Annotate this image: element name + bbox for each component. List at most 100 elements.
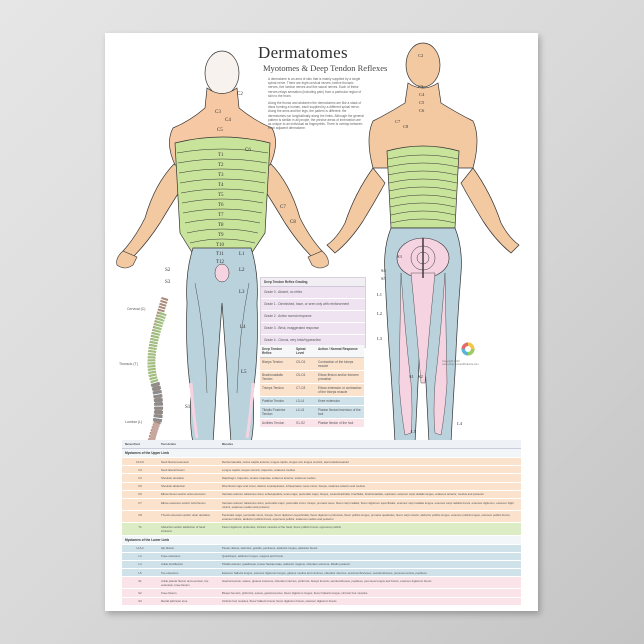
svg-text:C7: C7	[280, 205, 286, 210]
deep-tendon-reflex-table: Deep Tendon Reflex Spinal Level Action /…	[260, 345, 364, 428]
copyright-year: Copyright 2013	[442, 360, 460, 363]
anatomy-figures: C2 C3 C4 C5 T1 T2 T3 T4 T5 T6 T7 T8 T9 T…	[116, 42, 520, 464]
svg-text:L3: L3	[377, 336, 383, 341]
svg-text:S3: S3	[165, 280, 171, 285]
col-header: Muscles	[219, 440, 521, 449]
svg-text:T11: T11	[216, 252, 224, 257]
svg-text:T2: T2	[218, 163, 224, 168]
svg-text:C7: C7	[395, 119, 401, 124]
svg-text:L2: L2	[239, 268, 245, 273]
svg-text:L4: L4	[457, 421, 463, 426]
intro-text: A dermatome is an area of skin that is m…	[268, 77, 364, 133]
svg-text:C3: C3	[215, 110, 221, 115]
svg-text:C4: C4	[225, 118, 231, 123]
svg-text:T12: T12	[216, 260, 225, 265]
svg-text:C6: C6	[245, 148, 251, 153]
poster-title: Dermatomes	[258, 43, 348, 62]
table-row: Triceps Tendon C7-C8 Elbow extension or …	[260, 383, 364, 397]
svg-text:T10: T10	[216, 243, 225, 248]
svg-text:L5: L5	[411, 429, 417, 434]
svg-text:T5: T5	[218, 193, 224, 198]
section-row: Myotomes of the Upper Limb	[122, 448, 521, 458]
spinal-level: L3-L4	[294, 396, 316, 406]
grading-row: Grade 3 - Brisk, exaggerated response	[261, 323, 365, 335]
grading-row: Grade 2 - Active normal response	[261, 311, 365, 323]
reflex-action: Plantar flexion of the foot	[316, 418, 364, 428]
table-row: Biceps Tendon C5-C6 Contraction of the b…	[260, 357, 364, 371]
svg-text:L5: L5	[241, 370, 247, 375]
spinal-level: S1-S2	[294, 418, 316, 428]
svg-text:C2: C2	[418, 53, 423, 58]
col-header: Nerve Root	[122, 440, 158, 449]
svg-text:Thoracic (T): Thoracic (T)	[119, 362, 138, 366]
reflex-name: Achilles Tendon	[260, 418, 294, 428]
svg-text:L2: L2	[377, 311, 382, 316]
grading-row: Grade 1 - Diminished, trace, or seen onl…	[261, 299, 365, 311]
svg-text:L3: L3	[239, 290, 245, 295]
svg-text:S1: S1	[409, 374, 414, 379]
reflex-name: Tibialis Posterior Tendon	[260, 405, 294, 419]
col-header: Action / Normal Response	[316, 345, 364, 358]
reflex-grading-table: Deep Tendon Reflex Grading Grade 0 - Abs…	[260, 277, 366, 348]
svg-text:T6: T6	[218, 203, 224, 208]
svg-text:C5: C5	[217, 128, 223, 133]
svg-text:C6: C6	[419, 108, 425, 113]
front-body-figure	[116, 50, 329, 444]
copyright-text: Copyright 2013 www.AcupunctureProducts.c…	[442, 360, 479, 367]
grading-row: Grade 0 - Absent, no reflex	[261, 287, 365, 299]
intro-paragraph: A dermatome is an area of skin that is m…	[268, 77, 362, 98]
reflex-name: Biceps Tendon	[260, 357, 294, 371]
copyright-url: www.AcupunctureProducts.com	[442, 363, 479, 367]
reflex-name: Triceps Tendon	[260, 383, 294, 397]
myotomes-table: Nerve Root Test Action Muscles Myotomes …	[122, 440, 521, 606]
reflex-name: Brachioradialis Tendon	[260, 370, 294, 384]
table-row: Achilles Tendon S1-S2 Plantar flexion of…	[260, 418, 364, 428]
svg-text:T3: T3	[218, 173, 224, 178]
svg-text:S1: S1	[185, 405, 191, 410]
back-body-figure	[326, 42, 520, 444]
svg-text:T7: T7	[218, 213, 224, 218]
svg-text:C8: C8	[290, 220, 296, 225]
svg-text:S4: S4	[381, 268, 387, 273]
table-row: Brachioradialis Tendon C5-C6 Elbow flexi…	[260, 370, 364, 384]
svg-text:L1: L1	[377, 292, 382, 297]
table-row: Tibialis Posterior Tendon L4-L5 Plantar …	[260, 405, 364, 419]
svg-text:C2: C2	[237, 92, 243, 97]
reflex-action: Contraction of the biceps muscle	[316, 357, 364, 371]
svg-text:S2: S2	[165, 268, 171, 273]
section-row: Myotomes of the Lower Limb	[122, 535, 521, 545]
svg-text:L4: L4	[240, 325, 246, 330]
svg-text:T9: T9	[218, 233, 224, 238]
svg-text:Lumbar (L): Lumbar (L)	[125, 420, 142, 424]
reflex-action: Elbow flexion and/or forearm pronation	[316, 370, 364, 384]
svg-text:S2: S2	[418, 374, 423, 379]
svg-text:S3: S3	[397, 254, 403, 259]
reflex-action: Elbow extension or contraction of the tr…	[316, 383, 364, 397]
svg-text:C5: C5	[419, 100, 425, 105]
svg-text:Cervical (C): Cervical (C)	[127, 307, 145, 311]
spinal-level: C7-C8	[294, 383, 316, 397]
col-header: Deep Tendon Reflex	[260, 345, 294, 358]
poster-subtitle: Myotomes & Deep Tendon Reflexes	[263, 63, 388, 73]
intro-paragraph: Along the thorax and abdomen the dermato…	[268, 101, 364, 131]
reflex-action: Knee extension	[316, 396, 364, 406]
reflex-name: Patellar Tendon	[260, 396, 294, 406]
spine-illustration	[147, 296, 169, 446]
svg-text:C8: C8	[403, 124, 409, 129]
table-row: Patellar Tendon L3-L4 Knee extension	[260, 396, 364, 406]
svg-text:T8: T8	[218, 223, 224, 228]
col-header: Spinal Level	[294, 345, 316, 358]
dermatomes-poster: C2 C3 C4 C5 T1 T2 T3 T4 T5 T6 T7 T8 T9 T…	[105, 33, 538, 611]
grading-header: Deep Tendon Reflex Grading	[261, 278, 365, 287]
